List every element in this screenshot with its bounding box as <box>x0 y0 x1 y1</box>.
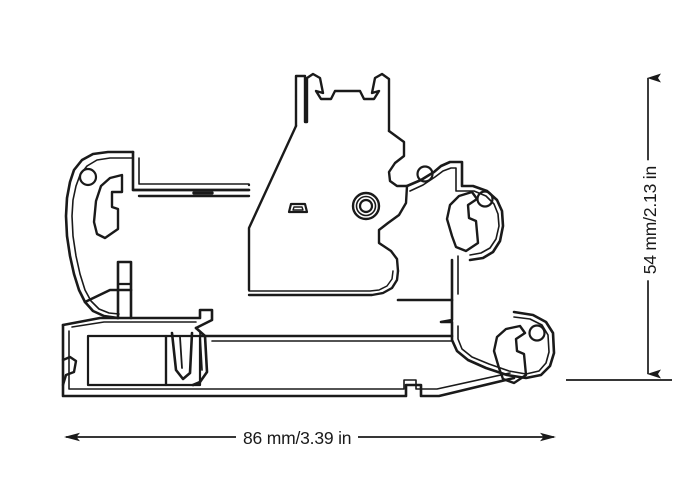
base-cavity-right <box>164 334 202 387</box>
din-rail-spring-latch-inner <box>179 336 183 369</box>
center-pivot-screw-mid <box>355 195 377 217</box>
right-upper-lever-pivot-hole-2 <box>476 190 494 208</box>
right-housing-lower-inner <box>457 316 550 375</box>
central-body-left-wall <box>247 124 298 292</box>
right-cage-clamp-lever-lower <box>492 324 528 385</box>
din-rail-latch-return-inner <box>199 332 203 371</box>
left-lever-pivot-hole <box>78 167 98 187</box>
right-upper-lever-pivot-hole <box>416 165 434 183</box>
right-cage-clamp-lever-upper <box>445 190 480 253</box>
base-top-rail-inner <box>71 321 197 328</box>
right-lower-lever-pivot-hole <box>528 324 546 342</box>
base-left-foot-hook <box>61 355 78 387</box>
base-plate-outer <box>61 323 516 398</box>
width-dimension-label: 86 mm/3.39 in <box>236 428 359 450</box>
din-rail-latch-return <box>191 326 209 387</box>
din-rail-spring-latch <box>170 331 194 381</box>
central-body-bottom-arc <box>247 269 400 297</box>
central-body-bottom-arc-inner <box>248 270 394 292</box>
center-rectangular-tab-inner <box>292 206 304 211</box>
top-hook-profile <box>294 72 391 133</box>
module-body-group <box>61 72 556 398</box>
left-housing-top-edge-inner <box>138 157 250 185</box>
left-cage-clamp-lever <box>92 173 124 240</box>
left-housing-inner <box>71 157 134 315</box>
right-housing-upper-column <box>396 258 454 302</box>
right-housing-upper-outer <box>405 160 505 262</box>
right-housing-lower-outer <box>439 298 556 380</box>
left-housing-outer <box>64 150 135 320</box>
base-cavity <box>86 334 168 387</box>
base-top-rail <box>61 308 214 330</box>
height-dimension-label: 54 mm/2.13 in <box>639 160 663 281</box>
left-housing-foot <box>83 288 133 304</box>
base-plate-inner <box>68 330 511 390</box>
center-pivot-screw-inner <box>358 198 374 214</box>
center-pivot-screw-outer <box>351 191 381 221</box>
central-body-right-contour <box>377 129 409 273</box>
center-rectangular-tab <box>287 202 309 214</box>
dimension-lines-group <box>64 73 672 442</box>
